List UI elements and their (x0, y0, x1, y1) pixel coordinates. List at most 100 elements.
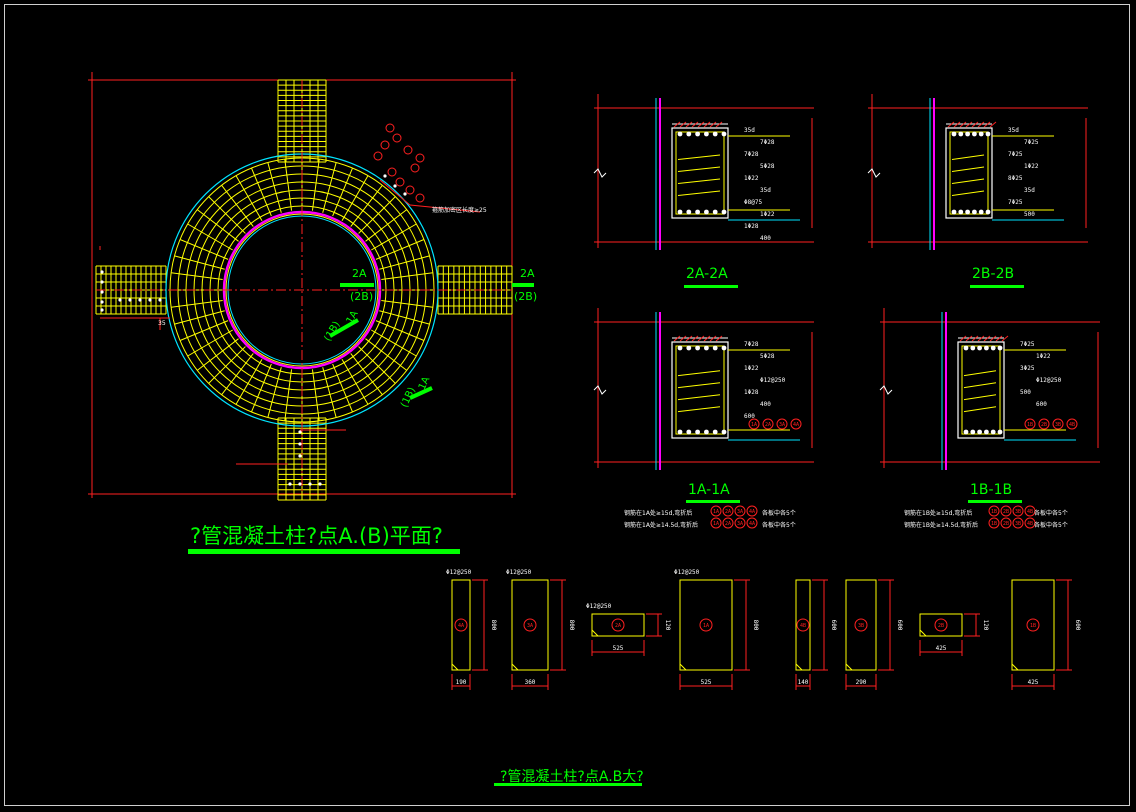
section-1a-tag-circle (776, 418, 788, 430)
plate-top-label: Φ12@250 (674, 569, 700, 576)
note-1b-row2-tag-text: 2B (1003, 521, 1009, 527)
note-1a-row1-tag-text: 1A (713, 509, 719, 515)
radial-rebar (196, 338, 239, 371)
section-1a-bar-top (704, 345, 709, 351)
radial-rebar (171, 272, 223, 281)
note-1b-row1-tag-circle (1024, 505, 1036, 517)
section-2b-tie (951, 178, 985, 184)
note-1a-tail1: 各板中各5个 (762, 510, 796, 517)
radial-rebar (365, 338, 408, 371)
section-title-1b: 1B-1B (970, 482, 1013, 498)
plate-tag-text: 3B (858, 623, 864, 629)
section-2b-label: 7Φ25 (1008, 151, 1023, 158)
radial-rebar (371, 329, 417, 357)
plate-width-dim: 360 (525, 679, 536, 686)
section-1a-hatch (679, 335, 687, 342)
plate-corner (679, 663, 687, 671)
radial-rebar (379, 255, 430, 270)
section-2a-bar-top (686, 131, 692, 137)
section-1a-hatch (715, 335, 723, 342)
section-1b-label: 600 (1036, 401, 1047, 408)
plate-height-dim: 800 (568, 620, 575, 631)
note-1b-row1-tag-text: 1B (991, 509, 997, 515)
section-1b-bar-top (990, 345, 996, 351)
section-1b-bar-top (984, 345, 989, 351)
rebar-dot (298, 482, 302, 486)
radial-rebar (235, 175, 263, 221)
rebar-dot (318, 482, 322, 486)
section-2a-bar-top (721, 131, 727, 137)
section-2b-label: 35d (1008, 127, 1019, 134)
plate-height-dim: 800 (752, 620, 759, 631)
section-1b-bar-bottom (977, 429, 982, 435)
section-1b-hatch (983, 335, 991, 342)
section-1b-cage (961, 345, 1001, 435)
section-1b-tie (963, 370, 997, 377)
section-1b-hatch (995, 335, 1003, 342)
section-1a-tag-circle (762, 418, 774, 430)
section-underline-1a (686, 500, 740, 503)
radial-rebar (371, 223, 417, 251)
section-2b-hatch (971, 121, 979, 128)
section-2b-hatch (977, 121, 985, 128)
section-2a-hatch (697, 121, 705, 128)
note-1b-row1-tag-text: 2B (1003, 509, 1009, 515)
section-1a-tie (677, 370, 721, 377)
note-1b-row2-tag-circle (1012, 517, 1024, 529)
plate-tag-circle (523, 618, 537, 632)
plate-corner (919, 629, 927, 637)
plate-width-dim: 425 (1028, 679, 1039, 686)
section-1a-bar-bottom (704, 429, 709, 435)
plate-height-dim: 600 (896, 620, 903, 631)
section-1b-tie (963, 394, 997, 401)
section-1a-bar-bottom (686, 429, 692, 435)
note-1a-row1-tag-circle (746, 505, 758, 517)
section-1b-hatch (977, 335, 985, 342)
section-2a-hatch (685, 121, 693, 128)
note-1b-row1-tag-circle (1000, 505, 1012, 517)
section-2a-bar-bottom (686, 209, 692, 215)
note-1b-row1-tag-circle (988, 505, 1000, 517)
cut-mark-2a (340, 283, 534, 287)
rebar-dot (298, 442, 302, 446)
leader-tag-circle (415, 193, 425, 203)
note-1a-row2-tag-circle (734, 517, 746, 529)
cut-mark-1a-lower (409, 386, 433, 400)
plate-corner (591, 629, 599, 637)
plate-details: 4AΦ12@2508001903AΦ12@2508003602AΦ12@2501… (446, 569, 1081, 690)
section-2b-label: 7Φ25 (1024, 139, 1039, 146)
section-1b-break (879, 385, 893, 395)
note-1b-row2-tag-circle (1000, 517, 1012, 529)
section-1b-hatch (1001, 335, 1009, 342)
section-1b-label: Φ12@250 (1036, 377, 1062, 384)
radial-rebar (251, 363, 272, 413)
section-2b-bar-bottom (972, 209, 977, 215)
section-1a-tag-text: 2A (765, 422, 771, 428)
section-1b-bar-top (963, 345, 969, 351)
section-2b-hatch (953, 121, 961, 128)
plate-top-label: Φ12@250 (506, 569, 532, 576)
section-1a-label: Φ12@250 (760, 377, 786, 384)
section-1b-tag-text: 3B (1055, 422, 1061, 428)
section-2b-hatch (947, 121, 955, 128)
section-2a-label: 7Φ28 (760, 139, 775, 146)
section-2a-label: 1Φ22 (760, 211, 775, 218)
note-1b-row2-tag-text: 4B (1027, 521, 1033, 527)
rebar-dot (308, 482, 312, 486)
section-1a-tag-circle (748, 418, 760, 430)
section-2a-label: 7Φ28 (744, 151, 759, 158)
rebar-dot (298, 454, 302, 458)
radial-rebar (350, 184, 383, 227)
section-underline-1b (968, 500, 1022, 503)
note-1a-row2-tag-circle (746, 517, 758, 529)
rebar-dot (128, 298, 132, 302)
radial-rebar (379, 310, 430, 325)
section-2b-cage (949, 131, 989, 215)
section-1b-bar-bottom (970, 429, 976, 435)
note-1a-row1-tag-circle (722, 505, 734, 517)
